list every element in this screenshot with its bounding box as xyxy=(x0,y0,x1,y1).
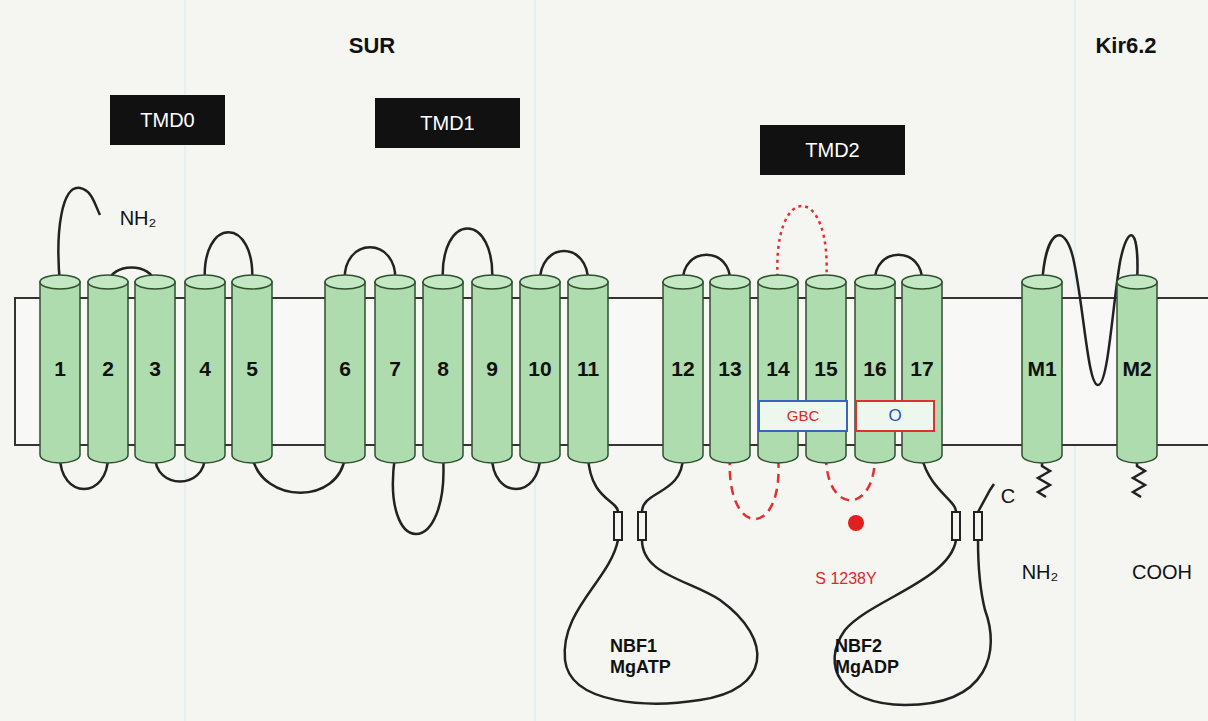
helix-cylinder: M2 xyxy=(1116,274,1158,464)
helix-cylinder: 12 xyxy=(662,274,704,464)
helix-cylinder: 17 xyxy=(901,274,943,464)
helix-number: 17 xyxy=(910,357,933,381)
helix-number: 7 xyxy=(389,357,401,381)
helix-number: 4 xyxy=(199,357,211,381)
loops xyxy=(58,188,1145,705)
nucleotide-binding-fold: NBF2 MgADP xyxy=(820,630,930,684)
node-text-group: 4 xyxy=(199,357,211,381)
domain-box: TMD0 xyxy=(110,95,225,145)
binding-site-box: GBC xyxy=(758,400,848,432)
helix-cylinder: 14 xyxy=(757,274,799,464)
node-label: NBF2 MgADP xyxy=(835,636,915,677)
part-label: NH₂ xyxy=(120,207,157,230)
helix-number: 6 xyxy=(339,357,351,381)
node-label: TMD2 xyxy=(805,139,859,162)
node-text-group: 7 xyxy=(389,357,401,381)
node-text-group: 15 xyxy=(814,357,837,381)
helix-number: 2 xyxy=(102,357,114,381)
helix-cylinder: 5 xyxy=(231,274,273,464)
node-label: TMD0 xyxy=(140,109,194,132)
helix-cylinder: 16 xyxy=(854,274,896,464)
helix-cylinder: 2 xyxy=(87,274,129,464)
helix-number: 10 xyxy=(528,357,551,381)
node-text-group: TMD1 xyxy=(420,112,474,135)
node-text-group: 10 xyxy=(528,357,551,381)
mutation-dot xyxy=(848,515,864,531)
helix-number: 5 xyxy=(246,357,258,381)
node-text-group: NBF1 MgATP xyxy=(610,636,690,677)
helix-number: 1 xyxy=(54,357,66,381)
node-text-group: 12 xyxy=(671,357,694,381)
node-text-group: 5 xyxy=(246,357,258,381)
helix-cylinder: 1 xyxy=(39,274,81,464)
node-label: NBF1 MgATP xyxy=(610,636,690,677)
node-text-group: GBC xyxy=(787,407,820,424)
part-label: S 1238Y xyxy=(815,570,876,588)
helix-number: 15 xyxy=(814,357,837,381)
helix-cylinder: 10 xyxy=(519,274,561,464)
helix-number: 11 xyxy=(577,357,599,381)
node-text-group: 6 xyxy=(339,357,351,381)
helix-number: 8 xyxy=(437,357,449,381)
helix-number: 12 xyxy=(671,357,694,381)
node-text-group: O xyxy=(888,406,901,426)
helix-cylinder: 15 xyxy=(805,274,847,464)
domain-box: TMD2 xyxy=(760,125,905,175)
helix-number: 16 xyxy=(863,357,886,381)
helix-cylinder: 11 xyxy=(567,274,609,464)
part-label: C xyxy=(1001,485,1015,508)
node-text-group: 16 xyxy=(863,357,886,381)
part-label: SUR xyxy=(349,33,395,59)
node-text-group: 3 xyxy=(149,357,161,381)
helix-number: 14 xyxy=(766,357,789,381)
node-text-group: 1 xyxy=(54,357,66,381)
part-label: COOH xyxy=(1132,561,1192,584)
helix-number: M2 xyxy=(1122,357,1151,381)
node-text-group: 11 xyxy=(577,357,599,381)
helix-cylinder: 6 xyxy=(324,274,366,464)
node-text-group: 17 xyxy=(910,357,933,381)
node-text-group: M1 xyxy=(1027,357,1056,381)
helix-cylinder: 7 xyxy=(374,274,416,464)
node-text-group: 2 xyxy=(102,357,114,381)
red-loops xyxy=(730,206,875,519)
helix-number: M1 xyxy=(1027,357,1056,381)
node-text-group: TMD2 xyxy=(805,139,859,162)
domain-box: TMD1 xyxy=(375,98,520,148)
helix-number: 3 xyxy=(149,357,161,381)
node-text-group: 8 xyxy=(437,357,449,381)
helix-cylinder: 9 xyxy=(471,274,513,464)
node-text-group: M2 xyxy=(1122,357,1151,381)
node-label: TMD1 xyxy=(420,112,474,135)
helix-cylinder: M1 xyxy=(1021,274,1063,464)
helix-cylinder: 4 xyxy=(184,274,226,464)
helix-cylinder: 13 xyxy=(709,274,751,464)
helix-number: 13 xyxy=(718,357,741,381)
part-label: NH₂ xyxy=(1022,561,1059,584)
helix-cylinder: 8 xyxy=(422,274,464,464)
node-label: GBC xyxy=(787,407,820,424)
node-label: O xyxy=(888,406,901,426)
node-text-group: NBF2 MgADP xyxy=(835,636,915,677)
helix-cylinder: 3 xyxy=(134,274,176,464)
nucleotide-binding-fold: NBF1 MgATP xyxy=(600,630,700,684)
node-text-group: 14 xyxy=(766,357,789,381)
node-text-group: TMD0 xyxy=(140,109,194,132)
binding-site-box: O xyxy=(855,400,935,432)
node-text-group: 9 xyxy=(486,357,498,381)
node-text-group: 13 xyxy=(718,357,741,381)
part-label: Kir6.2 xyxy=(1095,33,1156,59)
helix-number: 9 xyxy=(486,357,498,381)
